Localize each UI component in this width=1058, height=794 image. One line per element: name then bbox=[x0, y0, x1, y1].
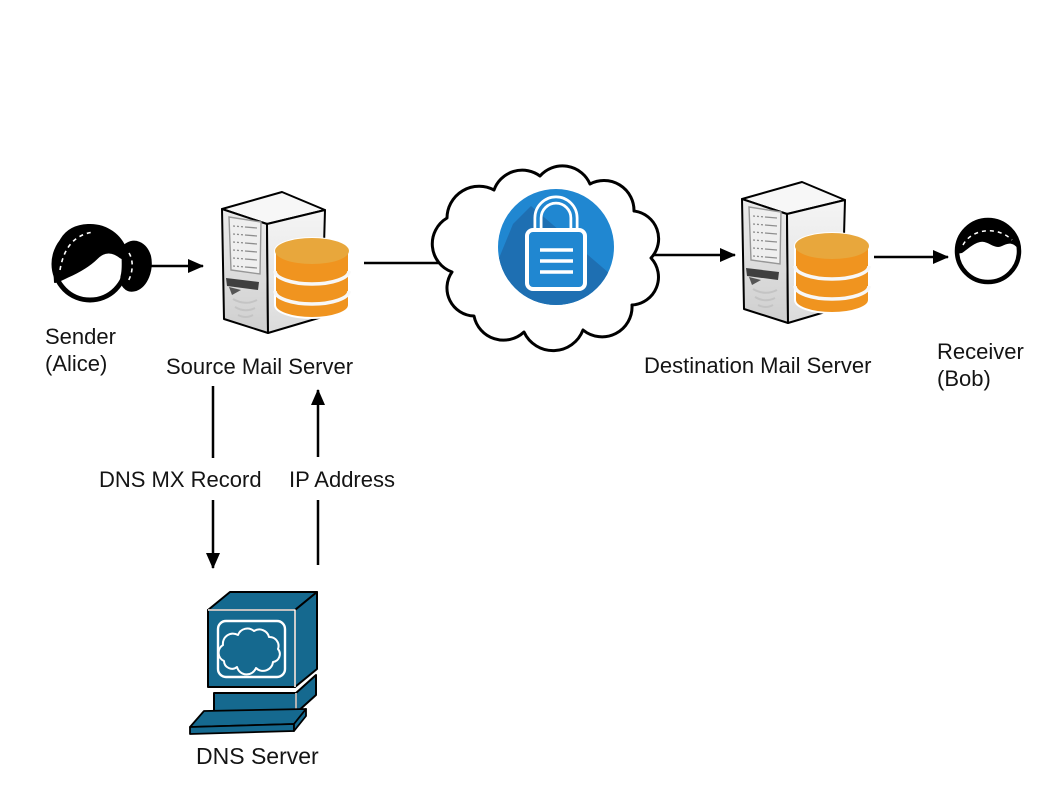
sender-label-line2: (Alice) bbox=[45, 351, 108, 376]
internet-cloud-icon bbox=[430, 164, 661, 353]
destination-server-label: Destination Mail Server bbox=[644, 353, 872, 378]
destination-mail-server-icon bbox=[741, 181, 871, 324]
dns-response-label: IP Address bbox=[289, 467, 395, 492]
receiver-label-line1: Receiver bbox=[937, 339, 1024, 364]
receiver-label-line2: (Bob) bbox=[937, 366, 991, 391]
padlock-icon bbox=[498, 189, 614, 305]
database-icon bbox=[273, 236, 351, 320]
sender-label-line1: Sender bbox=[45, 324, 116, 349]
dns-server-icon bbox=[189, 591, 318, 735]
source-mail-server-icon bbox=[221, 191, 351, 334]
receiver-avatar-icon bbox=[954, 217, 1022, 285]
connector-arrows bbox=[148, 248, 949, 569]
source-server-label: Source Mail Server bbox=[166, 354, 354, 379]
dns-query-label: DNS MX Record bbox=[99, 467, 262, 492]
receiver-label: Receiver (Bob) bbox=[937, 338, 1024, 392]
dns-server-label: DNS Server bbox=[196, 743, 319, 769]
database-icon bbox=[793, 231, 871, 315]
screen-cloud-icon bbox=[217, 627, 281, 676]
sender-avatar-icon bbox=[51, 223, 152, 303]
sender-label: Sender (Alice) bbox=[45, 323, 116, 377]
